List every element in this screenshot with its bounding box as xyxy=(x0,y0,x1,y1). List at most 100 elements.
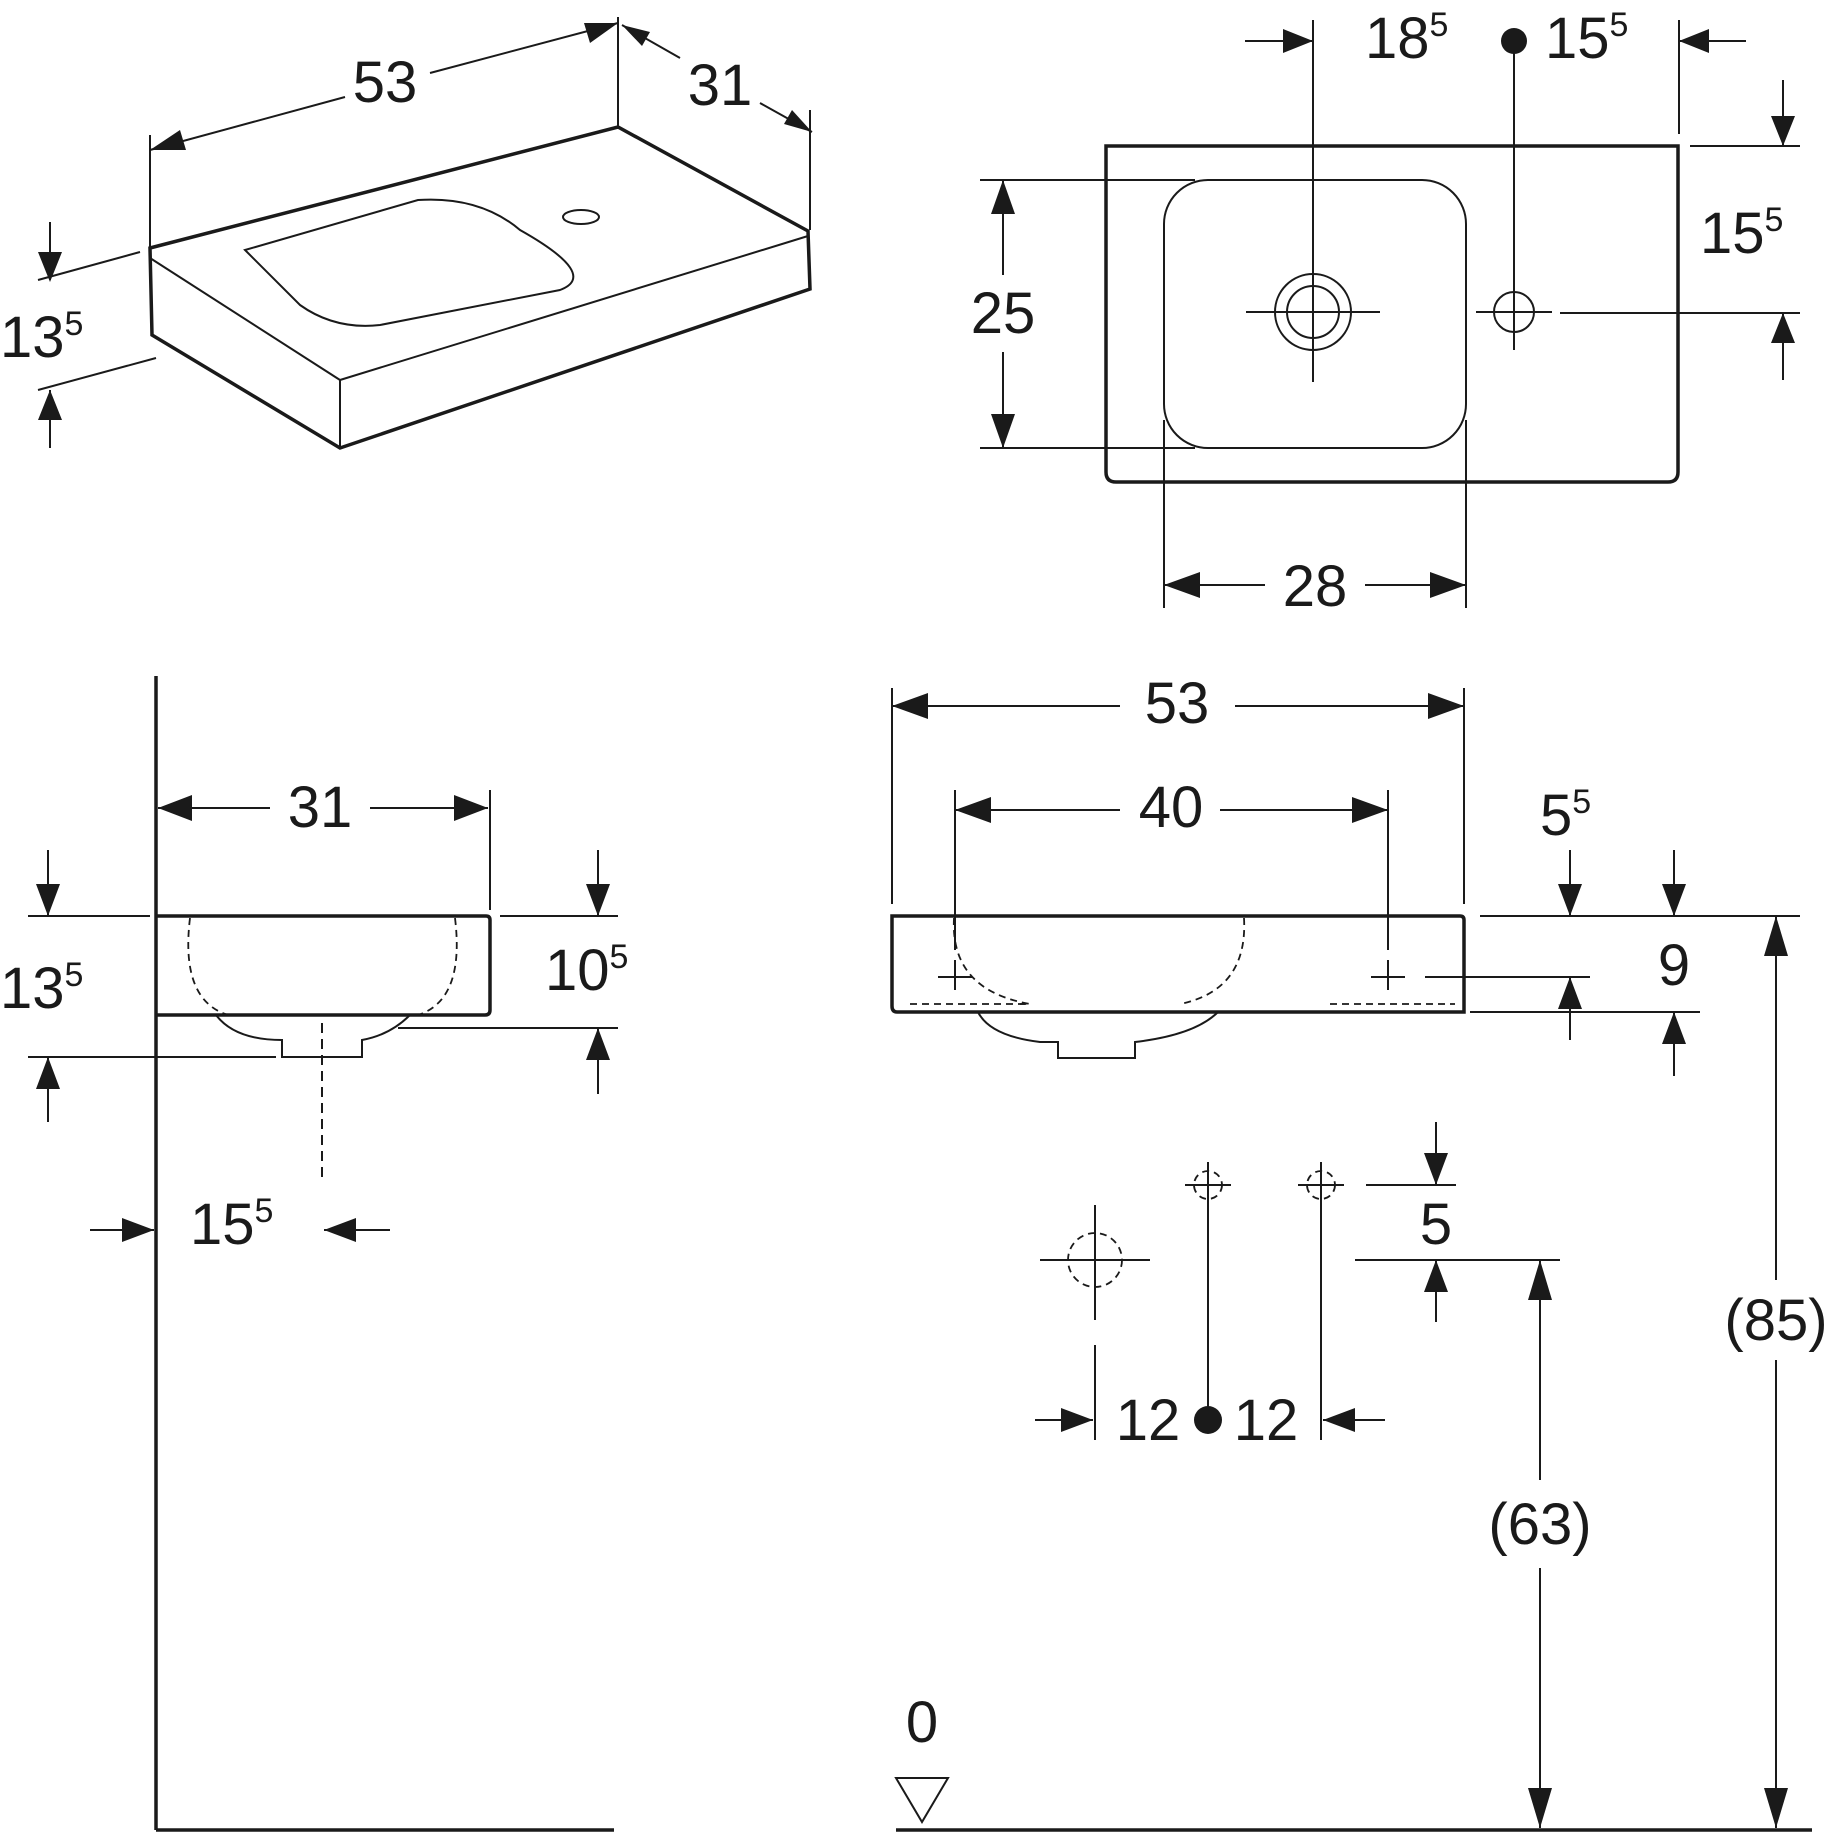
basin-front-edge xyxy=(339,235,809,381)
dim-length-label: 53 xyxy=(353,50,418,115)
fixing-mark-left xyxy=(938,960,972,990)
basin-outline xyxy=(156,914,492,1017)
arrowhead xyxy=(454,795,488,821)
basin-front-edge xyxy=(149,257,341,381)
arrowhead xyxy=(1352,797,1388,823)
dim-tap-offset-main: 18 xyxy=(1365,6,1430,71)
dim-supply-height-label: (63) xyxy=(1488,1492,1591,1557)
dim-tap-gap-sup: 5 xyxy=(1610,6,1629,44)
arrowhead xyxy=(1558,977,1582,1009)
drain-profile xyxy=(977,1011,1219,1059)
dim-front-height-label: 105 xyxy=(545,938,628,1003)
arrowhead xyxy=(1771,116,1795,146)
arrowhead xyxy=(1424,1260,1448,1292)
arrowhead xyxy=(1430,572,1466,598)
arrowhead xyxy=(38,390,62,420)
arrowhead xyxy=(1061,1408,1093,1432)
arrowhead xyxy=(36,1057,60,1089)
dim-supply-offset-label: 5 xyxy=(1420,1192,1452,1257)
arrowhead xyxy=(622,25,650,46)
dim-height-label: 135 xyxy=(0,305,83,370)
drain-profile xyxy=(215,1014,411,1058)
dim-fix-height-sup: 5 xyxy=(1572,783,1591,821)
dim-fix-height-main: 5 xyxy=(1540,783,1572,848)
basin-bowl xyxy=(1163,179,1467,449)
arrowhead xyxy=(1528,1788,1552,1828)
dim-hole-back-sup: 5 xyxy=(1765,201,1784,239)
dim-tap-offset-label: 185 xyxy=(1365,6,1448,71)
side-view: 31 135 105 155 xyxy=(0,676,628,1832)
dim-supply-left-label: 12 xyxy=(1116,1388,1181,1453)
arrowhead xyxy=(584,23,618,43)
floor-level-label: 0 xyxy=(906,1690,938,1755)
arrowhead xyxy=(158,795,192,821)
dim-front-length-label: 53 xyxy=(1145,671,1210,736)
basin-outline xyxy=(148,125,812,450)
dim-tap-gap-main: 15 xyxy=(1545,6,1610,71)
dim-side-height-main: 13 xyxy=(0,956,65,1021)
arrowhead xyxy=(1428,693,1464,719)
fixing-mark-right xyxy=(1371,960,1405,990)
arrowhead xyxy=(586,884,610,916)
dim-front-height-sup: 5 xyxy=(610,938,629,976)
dim-hole-back-label: 155 xyxy=(1700,201,1783,266)
arrowhead xyxy=(38,252,62,282)
arrowhead xyxy=(1771,313,1795,343)
arrowhead xyxy=(122,1218,154,1242)
dim-fix-bottom-label: 9 xyxy=(1658,933,1690,998)
dim-side-depth-label: 31 xyxy=(288,775,353,840)
dim-height-sup: 5 xyxy=(65,305,84,343)
arrowhead xyxy=(1662,884,1686,916)
supply-point-right xyxy=(1298,1162,1344,1440)
dim-height-main: 13 xyxy=(0,305,65,370)
floor-level-marker xyxy=(894,1777,950,1824)
arrowhead xyxy=(1424,1153,1448,1185)
dim-bowl-width-label: 28 xyxy=(1283,554,1348,619)
arrowhead xyxy=(324,1218,356,1242)
extension-line xyxy=(37,251,141,281)
arrowhead xyxy=(586,1028,610,1060)
supply-point-left xyxy=(1185,1162,1231,1420)
arrowhead xyxy=(1679,29,1709,53)
dim-depth-label: 31 xyxy=(688,53,753,118)
dim-drain-wall-sup: 5 xyxy=(255,1192,274,1230)
arrowhead xyxy=(784,110,812,132)
dim-drain-wall-main: 15 xyxy=(190,1192,255,1257)
dim-hole-back-main: 15 xyxy=(1700,201,1765,266)
dim-bowl-depth-label: 25 xyxy=(971,281,1036,346)
arrowhead xyxy=(1764,916,1788,956)
arrowhead xyxy=(1662,1012,1686,1044)
dim-drain-wall-label: 155 xyxy=(190,1192,273,1257)
front-view: 53 40 55 9 xyxy=(890,671,1828,1832)
dim-front-height-main: 10 xyxy=(545,938,610,1003)
arrowhead xyxy=(150,130,186,150)
dim-side-height-sup: 5 xyxy=(65,956,84,994)
dim-fix-height-label: 55 xyxy=(1540,783,1591,848)
arrowhead xyxy=(1558,884,1582,916)
dim-rim-height-label: (85) xyxy=(1724,1288,1827,1353)
extension-line xyxy=(37,357,157,391)
arrowhead xyxy=(36,884,60,916)
dim-side-height-label: 135 xyxy=(0,956,83,1021)
arrowhead xyxy=(1164,572,1200,598)
arrowhead xyxy=(1323,1408,1355,1432)
top-view: 185 155 155 25 28 xyxy=(971,6,1800,619)
arrowhead xyxy=(1764,1788,1788,1828)
dim-tap-gap-label: 155 xyxy=(1545,6,1628,71)
dim-supply-right-label: 12 xyxy=(1234,1388,1299,1453)
basin-outline xyxy=(1104,144,1680,484)
arrowhead xyxy=(892,693,928,719)
arrowhead xyxy=(955,797,991,823)
arrowhead xyxy=(1528,1260,1552,1300)
origin-dot xyxy=(1501,28,1527,54)
arrowhead xyxy=(991,414,1015,448)
dim-tap-offset-sup: 5 xyxy=(1430,6,1449,44)
bowl-hidden-line xyxy=(953,917,1246,1005)
drain-outlet-mark xyxy=(1040,1205,1150,1440)
arrowhead xyxy=(1283,29,1313,53)
bowl-hidden-line xyxy=(187,917,458,1016)
tap-hole xyxy=(562,209,600,225)
basin-outline xyxy=(890,914,1466,1014)
basin-bowl xyxy=(243,198,575,327)
